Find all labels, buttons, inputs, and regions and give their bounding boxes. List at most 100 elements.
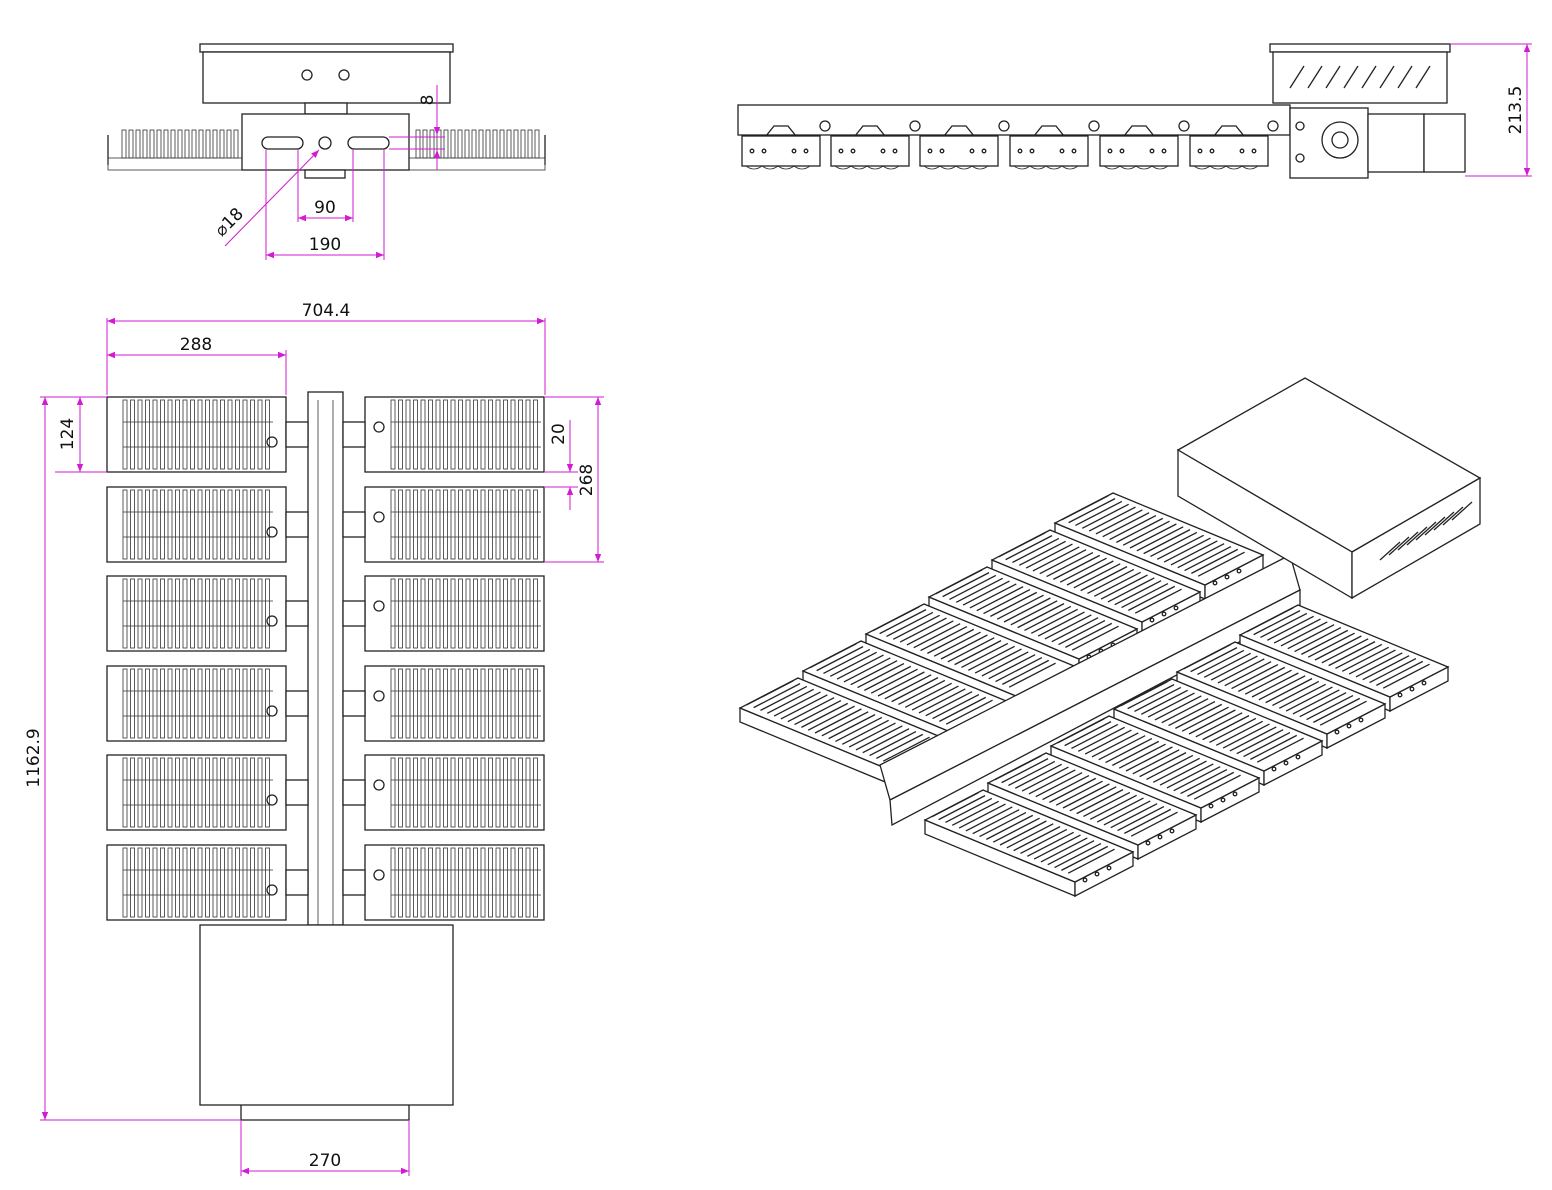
fin xyxy=(1066,560,1114,586)
vent-slot xyxy=(1379,541,1401,561)
screw xyxy=(1397,692,1403,698)
fin xyxy=(904,682,952,708)
fin xyxy=(533,757,538,828)
fin xyxy=(872,606,920,632)
lens-row xyxy=(745,165,811,170)
fin xyxy=(152,847,158,918)
fin xyxy=(145,399,150,470)
fin xyxy=(265,757,270,828)
fin xyxy=(205,757,210,828)
cable-gland-icon xyxy=(373,511,385,523)
fin xyxy=(152,399,158,470)
lens-row xyxy=(834,165,900,170)
screw xyxy=(1251,148,1257,154)
fin xyxy=(1051,617,1099,643)
fin xyxy=(235,847,240,918)
fin xyxy=(1215,720,1263,746)
fin xyxy=(390,578,396,649)
fin xyxy=(458,757,463,828)
fin xyxy=(152,668,158,739)
fin xyxy=(1154,695,1202,721)
fin xyxy=(160,757,165,828)
dim-slot-inner: 90 xyxy=(314,198,336,218)
fin xyxy=(428,757,433,828)
screw xyxy=(981,148,987,154)
slot-right xyxy=(347,136,390,150)
module-joint xyxy=(1213,125,1245,137)
led-module-right xyxy=(342,665,545,742)
fin xyxy=(398,489,403,560)
fin xyxy=(443,847,448,918)
fin xyxy=(443,757,448,828)
mount-hole xyxy=(318,136,332,150)
dim-module-pitch: 268 xyxy=(577,464,597,496)
fin xyxy=(1328,641,1376,667)
fin xyxy=(220,578,225,649)
fin xyxy=(145,847,150,918)
fin xyxy=(1012,537,1060,564)
fin xyxy=(137,668,143,739)
fin xyxy=(1033,834,1081,860)
fin xyxy=(390,847,396,918)
fin xyxy=(160,489,165,560)
fin xyxy=(1065,622,1113,648)
module-joint xyxy=(765,125,797,137)
mount-joint xyxy=(304,102,348,115)
fin xyxy=(488,757,493,828)
fin xyxy=(965,806,1013,832)
fin xyxy=(242,578,248,649)
side-module xyxy=(919,125,999,170)
module-frame xyxy=(106,396,287,473)
fin xyxy=(205,489,210,560)
fin xyxy=(864,665,912,691)
module-frame xyxy=(106,844,287,921)
beam-hole xyxy=(909,120,921,132)
fin xyxy=(841,719,889,745)
fin xyxy=(1209,717,1257,744)
fin xyxy=(242,757,248,828)
fin xyxy=(122,668,128,739)
fin xyxy=(205,668,210,739)
screw xyxy=(1119,148,1125,154)
fin xyxy=(458,489,463,560)
fin xyxy=(533,847,538,918)
fin xyxy=(130,578,135,649)
fin xyxy=(420,578,426,649)
fin xyxy=(428,847,433,918)
fin xyxy=(205,847,210,918)
fin xyxy=(855,725,903,751)
fin xyxy=(450,399,456,470)
fin xyxy=(1321,638,1369,664)
fin xyxy=(145,757,150,828)
fin xyxy=(420,399,426,470)
fin xyxy=(876,733,924,759)
fin xyxy=(1306,694,1354,721)
fin xyxy=(1256,737,1304,763)
cable-gland-icon xyxy=(301,69,313,81)
fin xyxy=(1117,805,1165,832)
fin xyxy=(163,129,169,159)
fin xyxy=(450,129,456,159)
fin xyxy=(983,588,1031,615)
fin xyxy=(1116,517,1164,543)
fin xyxy=(1140,689,1188,715)
fin xyxy=(265,489,270,560)
vent-slot xyxy=(1397,531,1419,551)
fin xyxy=(1376,660,1424,686)
fin xyxy=(518,757,523,828)
led-module-left xyxy=(106,575,309,652)
fin xyxy=(1250,734,1298,760)
fin xyxy=(1093,571,1141,597)
screw xyxy=(1224,574,1230,580)
fin xyxy=(931,792,979,818)
fin xyxy=(458,399,463,470)
fin xyxy=(1032,546,1080,572)
fin xyxy=(197,489,203,560)
fin xyxy=(848,722,896,748)
module-frame xyxy=(364,754,545,831)
fin xyxy=(1001,758,1049,784)
fin xyxy=(435,847,441,918)
fin xyxy=(1103,800,1151,826)
module-frame xyxy=(364,844,545,921)
fin xyxy=(175,668,180,739)
